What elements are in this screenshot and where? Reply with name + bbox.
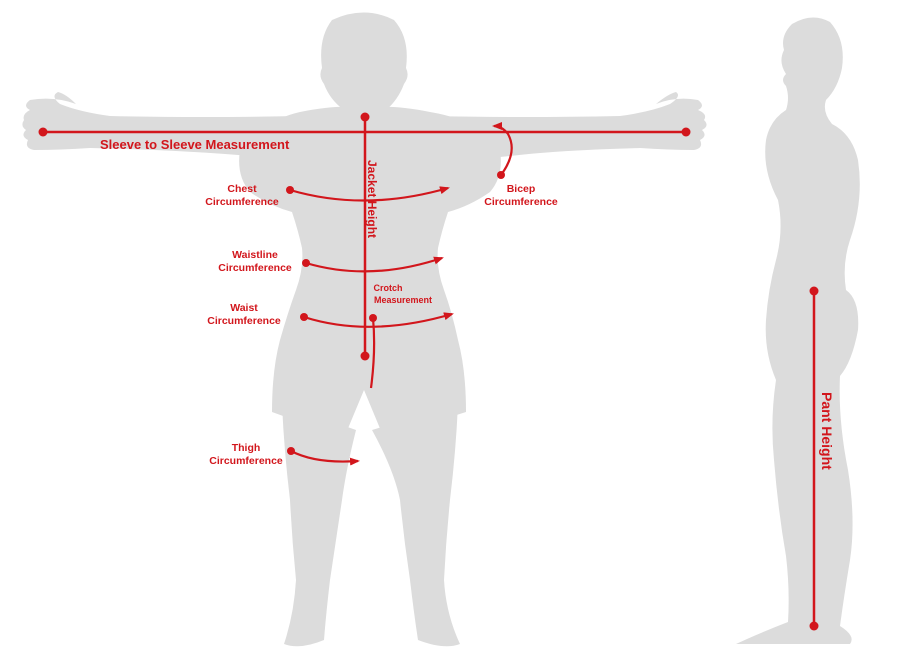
pant-height-measurement: Pant Height [809,286,835,631]
thigh-measurement: Thigh Circumference [209,442,360,467]
pant-height-label: Pant Height [819,392,835,470]
chest-dot [286,186,294,194]
crotch-line [369,317,376,389]
waistline-label-line1: Waistline [232,249,278,261]
sleeve-label: Sleeve to Sleeve Measurement [100,137,290,152]
waist-label-line1: Waist [230,302,258,314]
chest-label-line1: Chest [227,183,257,195]
side-body-silhouette [736,17,860,645]
bicep-dot [497,171,505,179]
waist-label-line2: Circumference [207,315,281,327]
thigh-label-line2: Circumference [209,455,283,467]
jacket-height-measurement: Jacket Height [360,112,379,361]
waist-measurement: Waist Circumference [207,302,454,328]
jacket-height-bottom-dot [360,351,370,361]
sleeve-left-dot [38,127,48,137]
jacket-height-label: Jacket Height [365,160,379,238]
crotch-label-line1: Crotch [374,283,403,293]
crotch-measurement: Crotch Measurement [369,283,432,389]
bicep-label-line2: Circumference [484,196,558,208]
chest-arrow [289,186,450,202]
jacket-height-top-dot [360,112,370,122]
pant-height-top-dot [809,286,819,296]
waistline-label-line2: Circumference [218,262,292,274]
chest-label-line2: Circumference [205,196,279,208]
chest-measurement: Chest Circumference [205,183,450,208]
bicep-measurement: Bicep Circumference [484,122,558,208]
waistline-dot [302,259,310,267]
thigh-label-line1: Thigh [232,442,261,454]
thigh-arrow [290,450,360,466]
pant-height-bottom-dot [809,621,819,631]
waist-dot [300,313,308,321]
bicep-label-line1: Bicep [507,183,536,195]
waistline-arrow [305,256,444,273]
crotch-dot [369,314,377,322]
thigh-dot [287,447,295,455]
waistline-measurement: Waistline Circumference [218,249,444,274]
waist-arrow [303,312,454,328]
sleeve-right-dot [681,127,691,137]
crotch-label-line2: Measurement [374,295,432,305]
bicep-arrow [492,122,513,176]
